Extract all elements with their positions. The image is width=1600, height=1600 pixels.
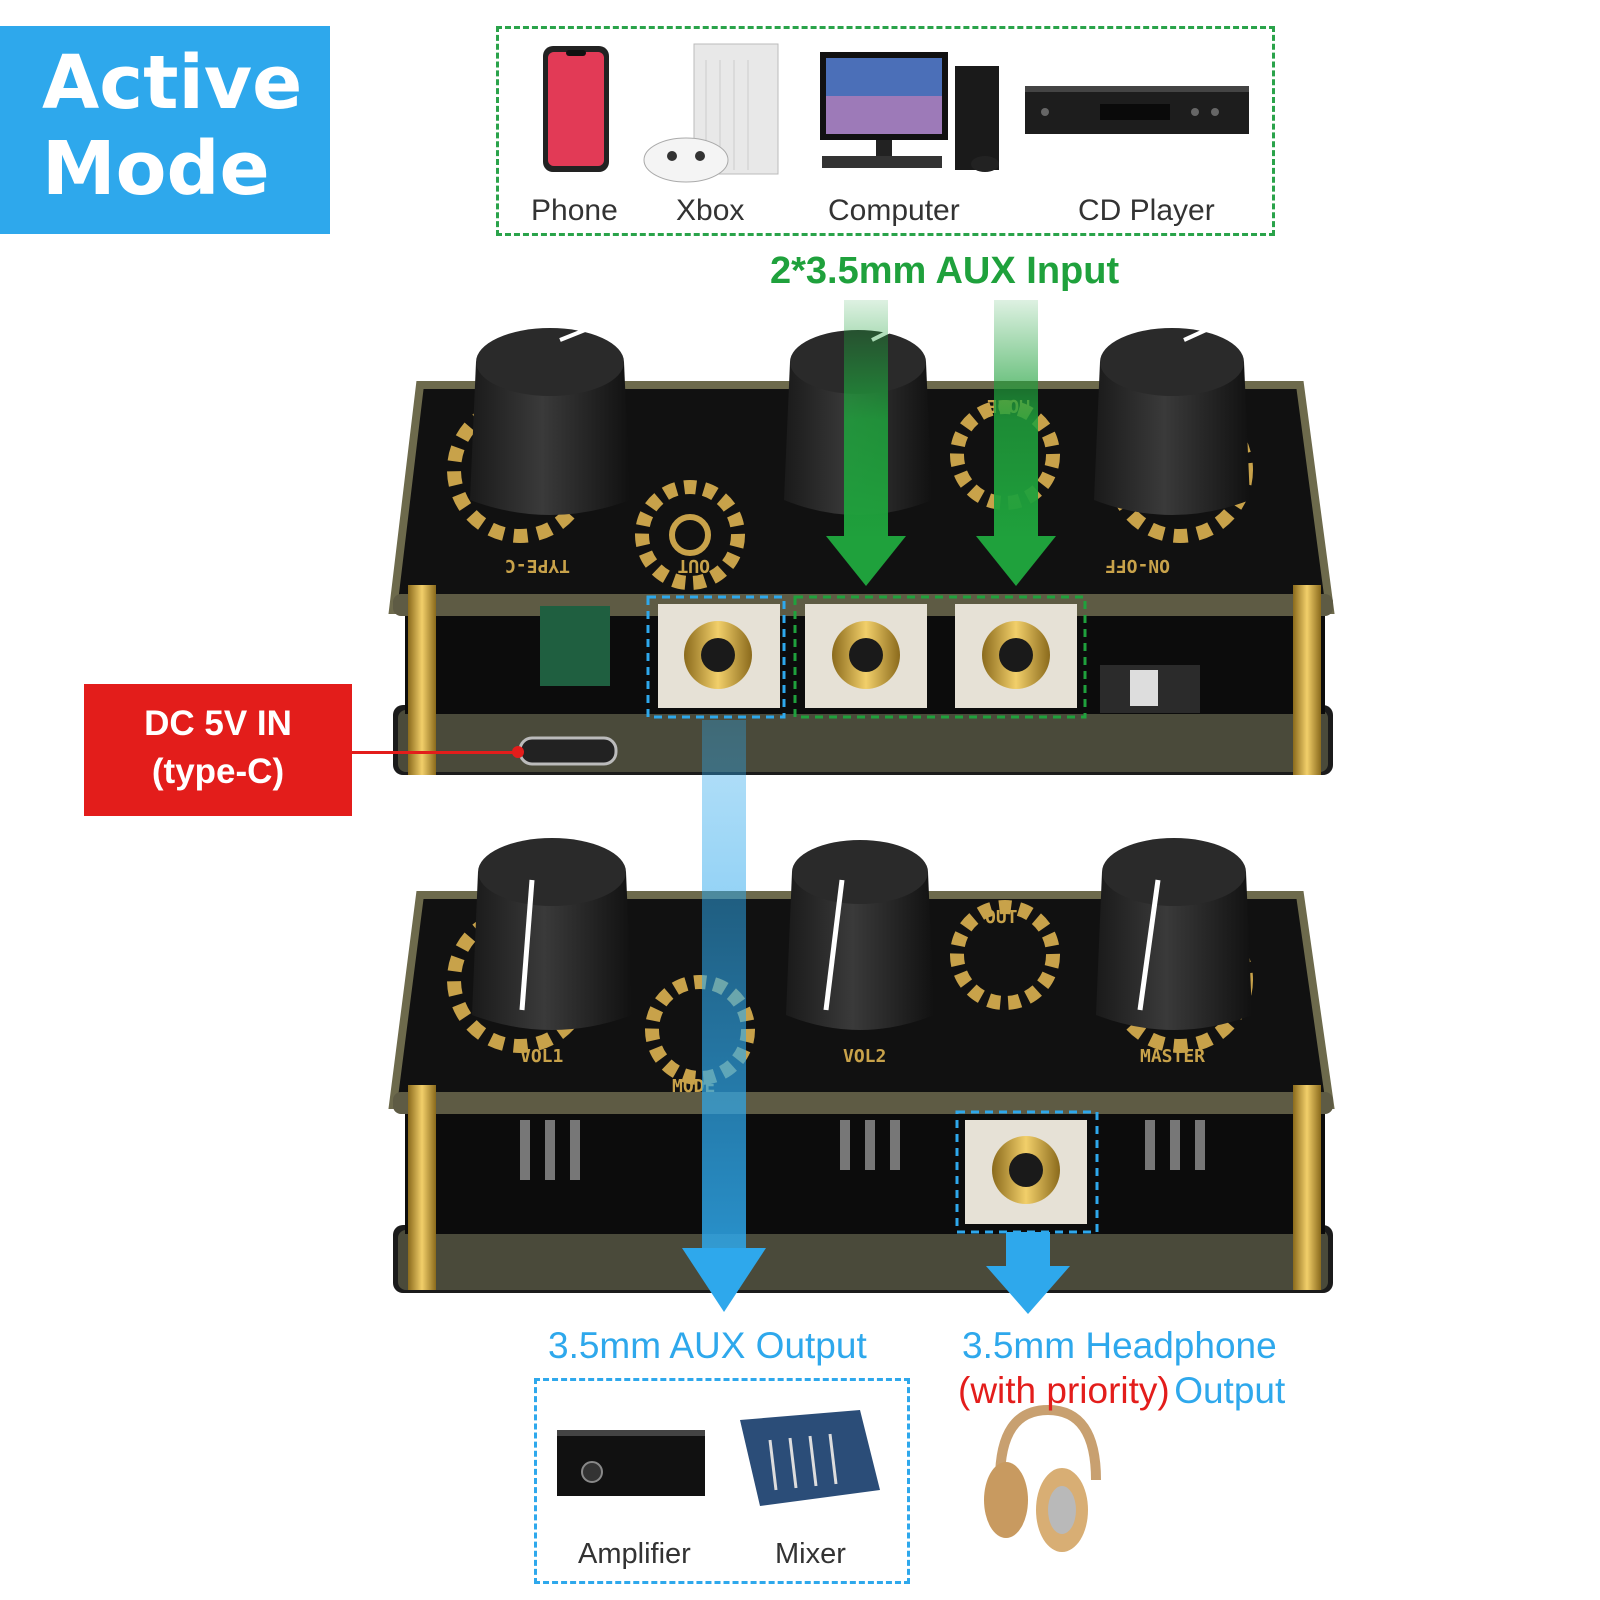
headphones-icon <box>984 1404 1101 1552</box>
power-callout-line <box>352 751 520 754</box>
input-arrow-2 <box>976 300 1056 586</box>
knob-bottom-left <box>472 838 632 1030</box>
power-callout: DC 5V IN (type-C) <box>84 684 352 816</box>
phone-icon <box>543 46 609 172</box>
silk-label-master: MASTER <box>1140 1046 1205 1067</box>
device-label-cd-player: CD Player <box>1078 194 1215 227</box>
cd-player-icon <box>1025 86 1249 134</box>
headphone-priority-text: (with priority) <box>958 1370 1170 1411</box>
device-label-computer: Computer <box>828 194 960 227</box>
knob-bottom-middle <box>786 840 934 1030</box>
headphone-priority-line: (with priority) Output <box>958 1370 1285 1412</box>
power-line1: DC 5V IN <box>144 704 292 743</box>
aux-out-jack-highlight <box>646 595 786 719</box>
silk-label-vol2: VOL2 <box>843 1046 886 1067</box>
silk-label-out-bottom: OUT <box>985 907 1018 928</box>
output-devices-box <box>534 1378 910 1584</box>
silk-label-typec: TYPE-C <box>505 555 570 576</box>
amplifier-icon <box>557 1430 705 1496</box>
device-label-xbox: Xbox <box>676 194 745 227</box>
input-sources-box <box>496 26 1275 236</box>
aux-input-title: 2*3.5mm AUX Input <box>770 250 1120 292</box>
device-label-phone: Phone <box>531 194 618 227</box>
device-label-amplifier: Amplifier <box>578 1538 691 1570</box>
mode-badge-line1: Active <box>42 40 303 126</box>
aux-output-title: 3.5mm AUX Output <box>548 1325 867 1366</box>
input-arrow-1 <box>826 300 906 586</box>
mode-badge-line2: Mode <box>42 126 270 212</box>
knob-top-left <box>470 328 630 515</box>
headphone-output-word: Output <box>1174 1370 1286 1411</box>
headphone-output-title: 3.5mm Headphone <box>962 1325 1277 1366</box>
knob-top-right <box>1094 328 1250 515</box>
computer-icon <box>820 52 999 172</box>
aux-output-arrow <box>682 720 766 1312</box>
mixer-icon <box>740 1410 880 1506</box>
xbox-icon <box>643 43 779 183</box>
headphone-output-arrow <box>986 1232 1070 1314</box>
knob-bottom-right <box>1096 838 1252 1030</box>
silk-label-vol1: VOL1 <box>520 1046 563 1067</box>
device-label-mixer: Mixer <box>775 1538 846 1570</box>
silk-label-on-off: ON-OFF <box>1105 555 1170 576</box>
silk-label-out-top: OUT <box>677 555 710 576</box>
power-line2: (type-C) <box>151 752 285 791</box>
mode-badge: Active Mode <box>0 26 330 234</box>
power-callout-dot <box>512 746 524 758</box>
aux-in-jacks-highlight <box>793 595 1087 719</box>
